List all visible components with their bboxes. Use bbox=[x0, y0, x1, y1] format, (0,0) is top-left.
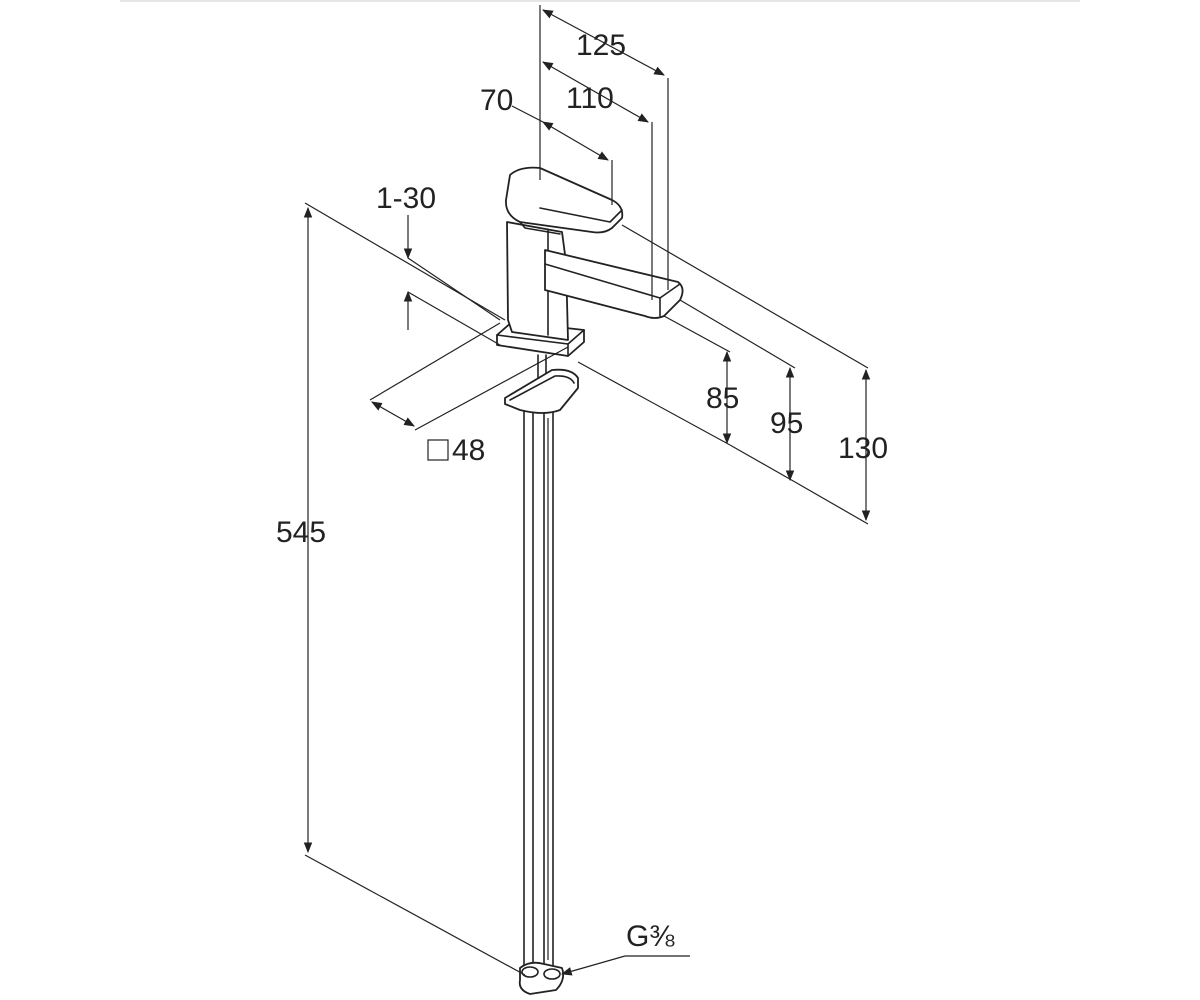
dimension-48: 48 bbox=[369, 322, 569, 467]
label-48: 48 bbox=[452, 434, 485, 467]
dimension-85: 85 bbox=[577, 315, 739, 446]
label-545: 545 bbox=[276, 516, 326, 549]
dimension-70: 70 bbox=[480, 84, 613, 205]
label-125: 125 bbox=[576, 29, 626, 62]
dimension-95: 95 bbox=[679, 299, 803, 483]
label-110: 110 bbox=[566, 82, 614, 115]
dimension-130: 130 bbox=[621, 224, 888, 525]
thread-callout: G⅜ bbox=[560, 920, 690, 976]
label-85: 85 bbox=[706, 382, 739, 415]
label-thread: G⅜ bbox=[626, 920, 675, 953]
dimension-1-30: 1-30 bbox=[376, 182, 501, 346]
label-70: 70 bbox=[480, 84, 513, 117]
label-95: 95 bbox=[770, 407, 803, 440]
label-1-30: 1-30 bbox=[376, 182, 436, 215]
dimension-545: 545 bbox=[276, 202, 526, 976]
dimension-125: 125 bbox=[539, 5, 669, 290]
dimension-110: 110 bbox=[542, 61, 653, 300]
label-130: 130 bbox=[838, 432, 888, 465]
faucet-body bbox=[496, 166, 684, 995]
